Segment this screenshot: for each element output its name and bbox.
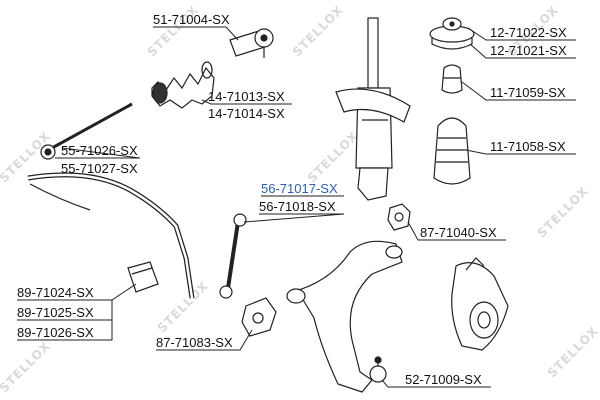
lower-control-arm-icon <box>286 240 403 393</box>
lower-arm-bushing-icon <box>241 297 277 337</box>
bump-stop-icon <box>441 64 463 94</box>
label-52-71009: 52-71009-SX <box>405 372 482 387</box>
label-56-71017[interactable]: 56-71017-SX <box>261 181 338 196</box>
label-87-71040: 87-71040-SX <box>420 225 497 240</box>
stabilizer-bar-icon <box>27 172 195 299</box>
steering-knuckle-icon <box>451 257 509 351</box>
label-87-71083: 87-71083-SX <box>156 335 233 350</box>
label-55-71026: 55-71026-SX <box>61 143 138 158</box>
shock-absorber-icon <box>335 17 411 201</box>
label-89-71026: 89-71026-SX <box>17 325 94 340</box>
inner-tie-rod-icon <box>40 102 133 160</box>
control-arm-bushing-icon <box>387 203 411 231</box>
label-56-71018: 56-71018-SX <box>259 199 336 214</box>
ball-joint-icon <box>369 356 387 383</box>
label-14-71013: 14-71013-SX <box>208 89 285 104</box>
label-12-71021: 12-71021-SX <box>490 43 567 58</box>
label-14-71014: 14-71014-SX <box>208 106 285 121</box>
label-89-71025: 89-71025-SX <box>17 305 94 320</box>
label-11-71058: 11-71058-SX <box>490 139 566 154</box>
tie-rod-end-icon <box>229 28 274 58</box>
steering-boot-icon <box>151 61 215 109</box>
label-11-71059: 11-71059-SX <box>490 85 566 100</box>
label-55-71027: 55-71027-SX <box>61 161 138 176</box>
dust-boot-icon <box>433 117 471 185</box>
label-12-71022: 12-71022-SX <box>490 25 567 40</box>
stabilizer-link-icon <box>219 213 247 299</box>
label-89-71024: 89-71024-SX <box>17 285 94 300</box>
strut-mount-icon <box>429 17 475 50</box>
stabilizer-bushing-icon <box>127 261 159 293</box>
label-51-71004: 51-71004-SX <box>153 12 230 27</box>
